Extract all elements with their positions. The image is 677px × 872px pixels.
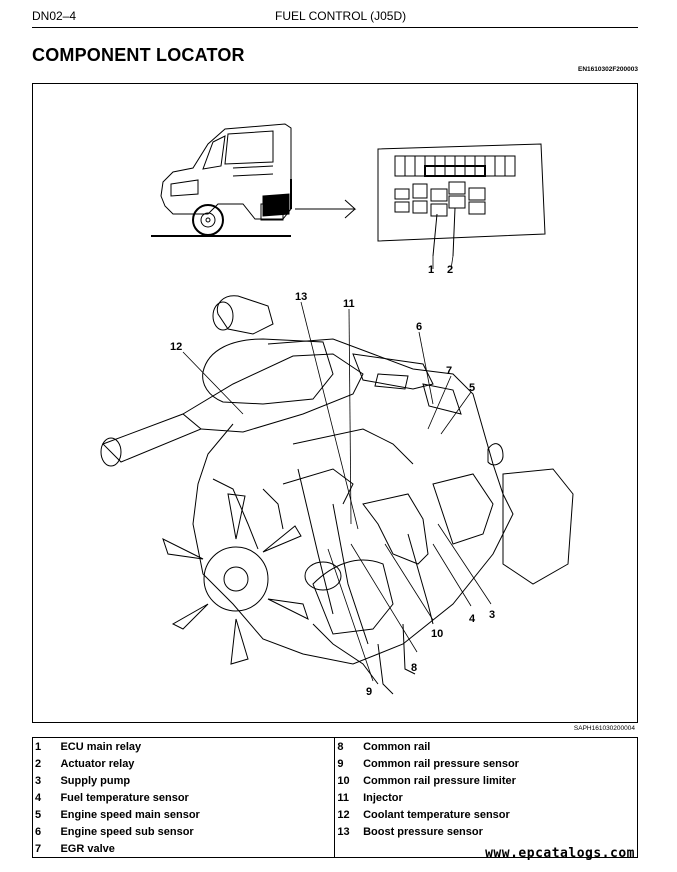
legend-number: 4 (32, 789, 53, 806)
callout-4: 4 (469, 613, 476, 625)
table-row: 5 Engine speed main sensor 12 Coolant te… (32, 806, 639, 823)
legend-number: 5 (32, 806, 53, 823)
legend-empty-cell (334, 840, 356, 858)
component-legend-table: 1 ECU main relay 8 Common rail 2 Actuato… (32, 737, 639, 858)
legend-number: 7 (32, 840, 53, 858)
callout-3: 3 (489, 609, 495, 621)
table-row: 3 Supply pump 10 Common rail pressure li… (32, 772, 639, 789)
legend-number: 8 (334, 737, 356, 755)
page-title: COMPONENT LOCATOR (32, 45, 245, 65)
callout-1: 1 (428, 264, 434, 276)
legend-label: Common rail (355, 737, 639, 755)
legend-label: Injector (355, 789, 639, 806)
callout-7: 7 (446, 365, 452, 377)
callout-labels: 1 2 3 4 5 6 7 8 9 10 11 12 13 (170, 264, 495, 698)
figure-code: SAPH161030200004 (573, 725, 635, 732)
section-title: FUEL CONTROL (J05D) (275, 9, 407, 23)
legend-label: Coolant temperature sensor (355, 806, 639, 823)
legend-number: 6 (32, 823, 53, 840)
legend-number: 3 (32, 772, 53, 789)
legend-label: Actuator relay (52, 755, 336, 772)
legend-label: Engine speed sub sensor (52, 823, 336, 840)
legend-empty-cell (355, 840, 639, 858)
watermark: www.epcatalogs.com (485, 846, 635, 861)
table-row: 7 EGR valve (32, 840, 639, 858)
table-row: 6 Engine speed sub sensor 13 Boost press… (32, 823, 639, 840)
engine-drawing (100, 295, 574, 695)
callout-5: 5 (469, 382, 475, 394)
legend-label: Common rail pressure limiter (355, 772, 639, 789)
legend-number: 10 (334, 772, 356, 789)
callout-9: 9 (366, 686, 372, 698)
engine-diagram: 1 2 3 4 5 6 7 8 9 10 11 12 13 (100, 123, 574, 698)
relay-box (377, 143, 546, 257)
legend-number: 11 (334, 789, 356, 806)
callout-11: 11 (343, 298, 355, 310)
legend-label: ECU main relay (52, 737, 336, 755)
callout-8: 8 (411, 662, 417, 674)
callout-6: 6 (416, 321, 422, 333)
table-row: 1 ECU main relay 8 Common rail (32, 737, 639, 755)
legend-label: Boost pressure sensor (355, 823, 639, 840)
callout-13: 13 (295, 291, 307, 303)
legend-label: Engine speed main sensor (52, 806, 336, 823)
legend-label: EGR valve (52, 840, 336, 858)
legend-number: 2 (32, 755, 53, 772)
component-locator-figure: 1 2 3 4 5 6 7 8 9 10 11 12 13 (32, 83, 638, 723)
legend-label: Fuel temperature sensor (52, 789, 336, 806)
legend-number: 12 (334, 806, 356, 823)
page-reference: DN02–4 (32, 9, 77, 23)
truck-illustration (151, 123, 357, 237)
legend-number: 9 (334, 755, 356, 772)
callout-12: 12 (170, 341, 182, 353)
document-code: EN1610302F200003 (578, 66, 638, 73)
legend-number: 13 (334, 823, 356, 840)
header-divider (32, 27, 638, 28)
legend-number: 1 (32, 737, 53, 755)
callout-10: 10 (431, 628, 443, 640)
callout-2: 2 (447, 264, 453, 276)
table-row: 2 Actuator relay 9 Common rail pressure … (32, 755, 639, 772)
table-row: 4 Fuel temperature sensor 11 Injector (32, 789, 639, 806)
legend-label: Supply pump (52, 772, 336, 789)
leader-lines (182, 255, 492, 682)
legend-label: Common rail pressure sensor (355, 755, 639, 772)
